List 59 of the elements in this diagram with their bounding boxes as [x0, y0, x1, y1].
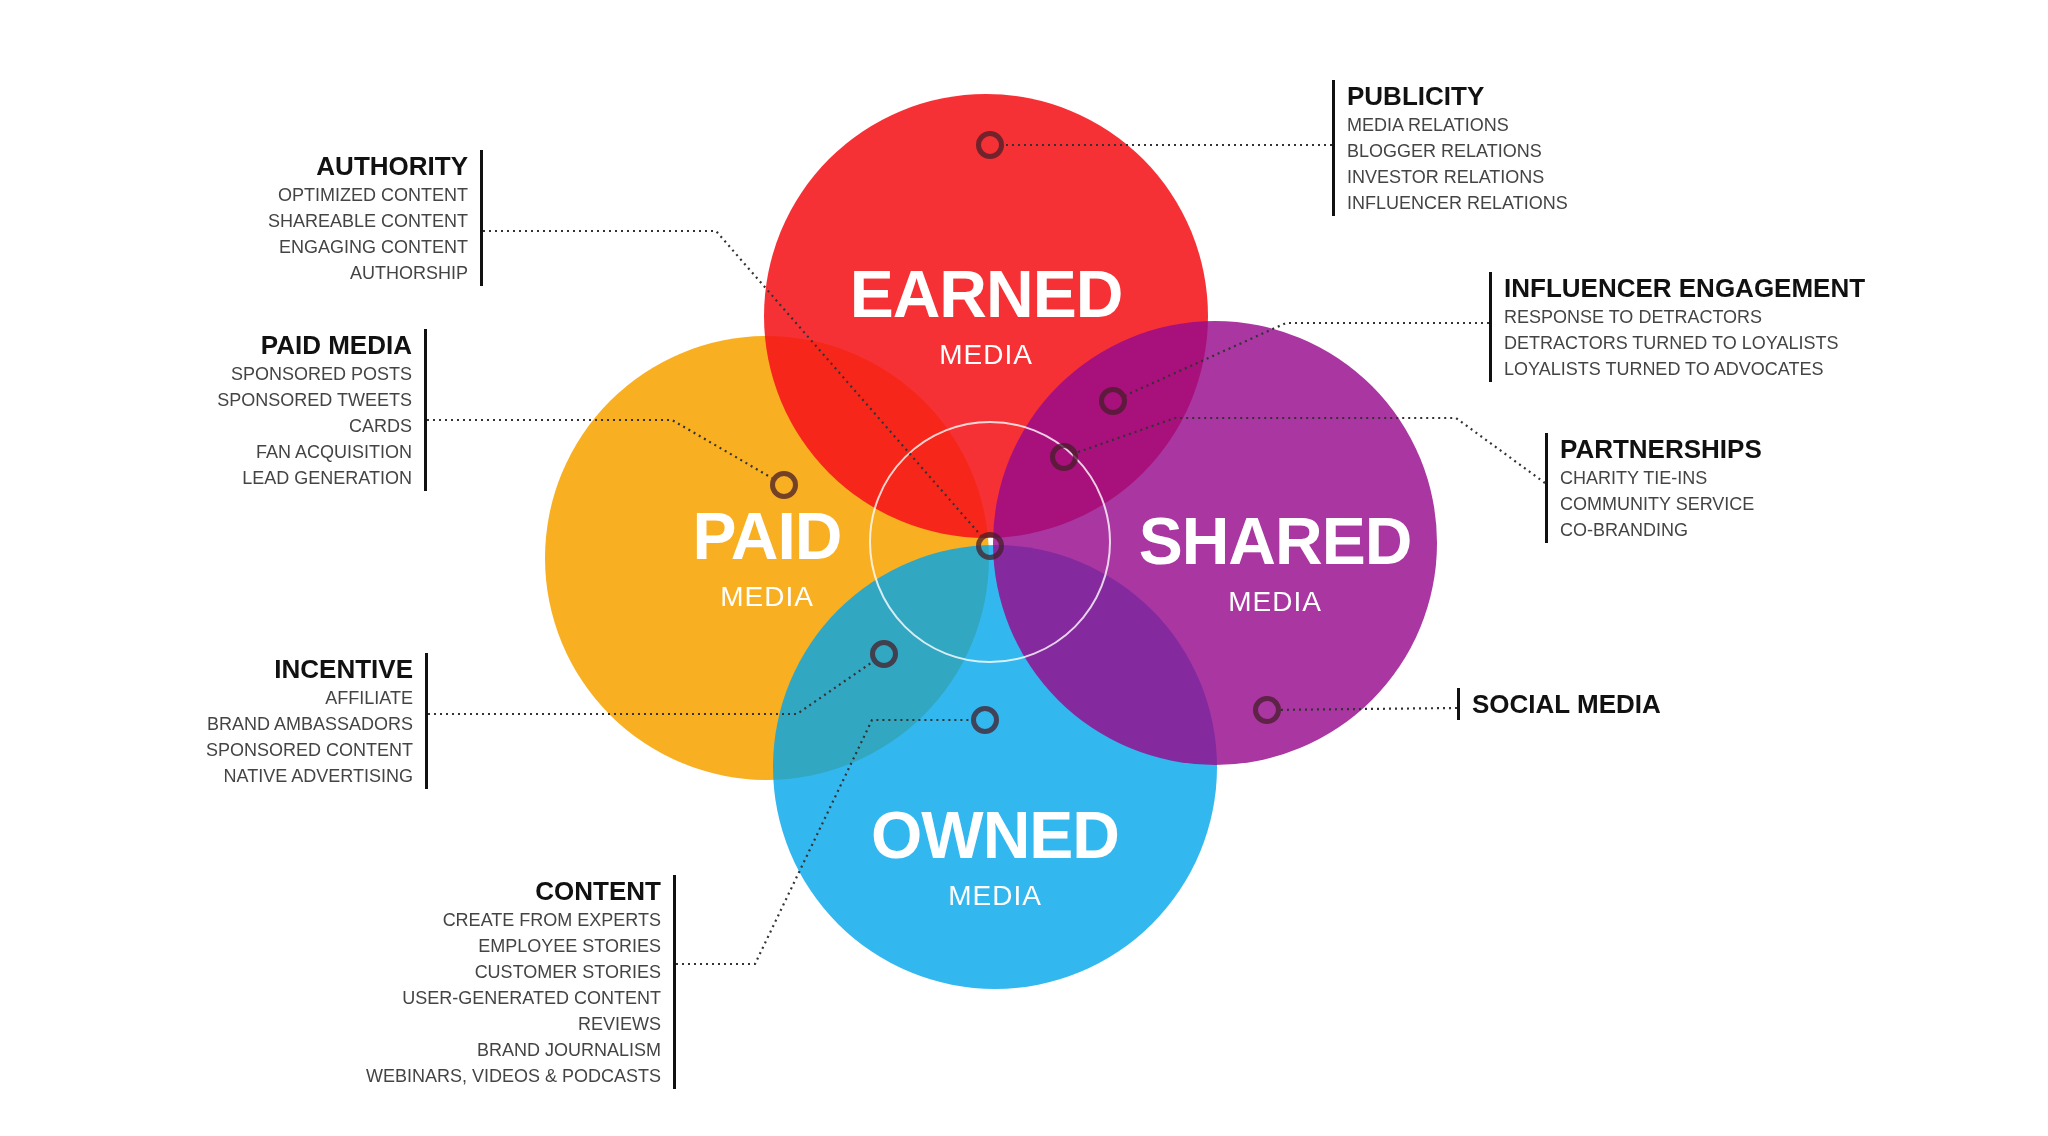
- callout-heading: INFLUENCER ENGAGEMENT: [1504, 272, 1866, 304]
- callout-item: SPONSORED TWEETS: [217, 389, 412, 412]
- leader-line: [1004, 143, 1332, 147]
- callout-heading: CONTENT: [535, 875, 661, 907]
- circle-subheading: MEDIA: [948, 880, 1042, 912]
- callout-heading: PUBLICITY: [1347, 80, 1485, 112]
- marker-ring: [870, 640, 898, 668]
- circle-heading: SHARED: [1138, 508, 1412, 574]
- callout-item: SPONSORED CONTENT: [205, 739, 413, 762]
- callout-item: CREATE FROM EXPERTS: [442, 909, 661, 932]
- callout-item: MEDIA RELATIONS: [1347, 114, 1509, 137]
- callout-item: OPTIMIZED CONTENT: [278, 184, 468, 207]
- callout-item: AFFILIATE: [325, 687, 413, 710]
- marker-ring: [770, 471, 798, 499]
- callout-heading: INCENTIVE: [274, 653, 413, 685]
- callout-item: LOYALISTS TURNED TO ADVOCATES: [1504, 358, 1824, 381]
- marker-ring: [971, 706, 999, 734]
- callout-item: REVIEWS: [578, 1013, 661, 1036]
- callout-item: RESPONSE TO DETRACTORS: [1504, 306, 1763, 329]
- callout-heading: AUTHORITY: [316, 150, 468, 182]
- callout-item: CUSTOMER STORIES: [474, 961, 661, 984]
- callout-item: LEAD GENERATION: [242, 467, 412, 490]
- callout-item: FAN ACQUISITION: [255, 441, 412, 464]
- circle-heading: PAID: [692, 503, 842, 569]
- callout-item: BRAND AMBASSADORS: [206, 713, 413, 736]
- callout-item: BRAND JOURNALISM: [476, 1039, 661, 1062]
- callout-item: CHARITY TIE-INS: [1560, 467, 1708, 490]
- callout-item: INVESTOR RELATIONS: [1347, 166, 1545, 189]
- marker-ring: [1050, 443, 1078, 471]
- leader-line: [428, 661, 874, 716]
- callout-item: NATIVE ADVERTISING: [223, 765, 413, 788]
- callout-item: USER-GENERATED CONTENT: [402, 987, 661, 1010]
- circle-heading: EARNED: [849, 261, 1123, 327]
- circle-heading: OWNED: [871, 802, 1119, 868]
- callout-item: SHAREABLE CONTENT: [267, 210, 468, 233]
- callout-item: DETRACTORS TURNED TO LOYALISTS: [1504, 332, 1839, 355]
- callout-item: AUTHORSHIP: [350, 262, 468, 285]
- leader-line: [676, 718, 971, 966]
- marker-ring: [1253, 696, 1281, 724]
- circle-subheading: MEDIA: [1228, 586, 1322, 618]
- callout-heading: PAID MEDIA: [260, 329, 412, 361]
- callout-item: WEBINARS, VIDEOS & PODCASTS: [365, 1065, 661, 1088]
- circle-subheading: MEDIA: [939, 339, 1033, 371]
- callout-item: CARDS: [349, 415, 412, 438]
- callout-item: INFLUENCER RELATIONS: [1347, 192, 1568, 215]
- callout-item: ENGAGING CONTENT: [279, 236, 468, 259]
- callout-heading: SOCIAL MEDIA: [1472, 688, 1661, 720]
- marker-ring: [1099, 387, 1127, 415]
- marker-ring: [976, 131, 1004, 159]
- callout-item: SPONSORED POSTS: [230, 363, 412, 386]
- callout-item: COMMUNITY SERVICE: [1560, 493, 1755, 516]
- circle-subheading: MEDIA: [720, 581, 814, 613]
- marker-ring: [976, 532, 1004, 560]
- callout-item: EMPLOYEE STORIES: [478, 935, 661, 958]
- callout-item: CO-BRANDING: [1560, 519, 1688, 542]
- leader-line: [1076, 416, 1546, 484]
- callout-heading: PARTNERSHIPS: [1560, 433, 1762, 465]
- leader-line: [1281, 706, 1457, 711]
- callout-item: BLOGGER RELATIONS: [1347, 140, 1542, 163]
